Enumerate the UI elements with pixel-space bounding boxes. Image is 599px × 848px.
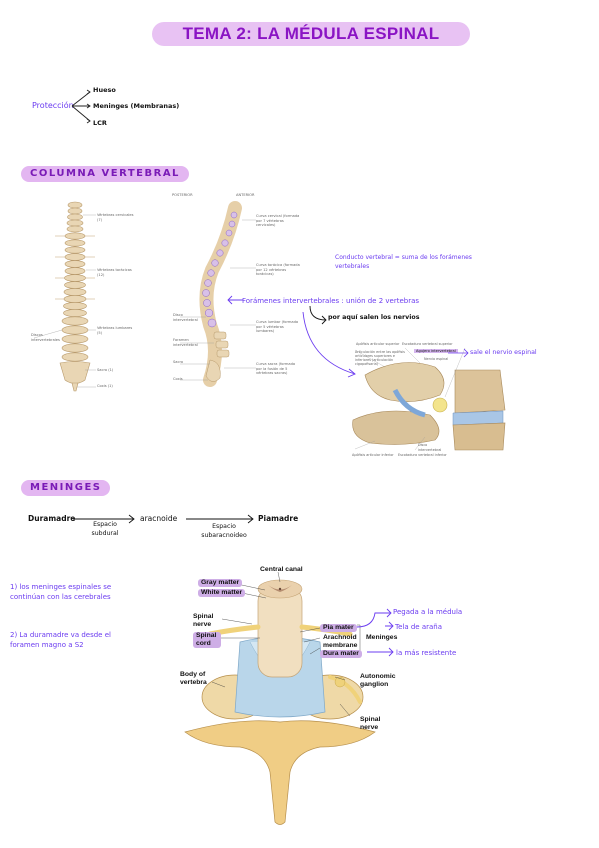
label-pia-mater: Pia mater bbox=[320, 624, 357, 632]
fig3-label-articulacion: Articulación entre las apófisis articula… bbox=[355, 350, 405, 366]
note-foramenes-intervertebrales: Forámenes intervertebrales : unión de 2 … bbox=[242, 297, 420, 305]
fig3-label-disco: Disco intervertebral bbox=[418, 443, 442, 452]
arrow-nervio-espinal bbox=[448, 348, 469, 358]
fig2-label-disco: Disco intervertebral bbox=[173, 313, 198, 322]
arrow-to-vertebra-detail bbox=[302, 311, 356, 378]
fig3-label-apofisis-inf: Apófisis articular inferior bbox=[352, 453, 394, 457]
espacio-subdural: Espacio subdural bbox=[91, 521, 119, 537]
label-white-matter: White matter bbox=[198, 589, 246, 597]
flow-duramadre: Duramadre bbox=[28, 514, 76, 523]
page-title: TEMA 2: LA MÉDULA ESPINAL bbox=[152, 22, 470, 46]
fig2-label-curva-cervical: Curva cervical (formada por 7 vértebras … bbox=[256, 214, 300, 227]
espacio-subaracnoideo: Espacio subaracnoideo bbox=[201, 523, 247, 539]
section-meninges: MENINGES bbox=[21, 480, 111, 496]
annotation-mas-resistente: la más resistente bbox=[396, 649, 457, 657]
fig1-label-sacro: Sacro (1) bbox=[97, 368, 114, 372]
arrows-meninges-annotations bbox=[356, 608, 394, 657]
spine-lateral-illustration bbox=[180, 201, 256, 387]
label-spinal-cord: Spinal cord bbox=[193, 632, 221, 648]
label-dura-mater: Dura mater bbox=[320, 650, 362, 658]
spine-front-illustration bbox=[33, 201, 96, 392]
fig2-label-coxis: Coxis bbox=[173, 377, 183, 381]
fig1-label-discos: Discos intervertebrales bbox=[31, 333, 60, 342]
section-columna: COLUMNA VERTEBRAL bbox=[21, 166, 189, 182]
note-meninges-continuan: 1) los meninges espinales se continúan c… bbox=[10, 583, 112, 601]
proteccion-item-lcr: LCR bbox=[93, 119, 107, 127]
proteccion-item-hueso: Hueso bbox=[93, 86, 116, 94]
fig1-label-coxis: Coxis (1) bbox=[97, 384, 113, 388]
label-body-vertebra: Body of vertebra bbox=[180, 671, 207, 686]
fig3-label-agujero: Agujero intervertebral bbox=[414, 349, 458, 353]
fig1-label-toracicas: Vértebras torácicas (12) bbox=[97, 268, 132, 277]
fig2-header-posterior: POSTERIOR bbox=[172, 193, 193, 197]
label-spinal-nerve-bottom: Spinal nerve bbox=[360, 716, 381, 731]
fig3-label-escotadura-inf: Escotadura vertebral inferior bbox=[398, 453, 447, 457]
fig2-label-sacro: Sacro bbox=[173, 360, 184, 364]
note-duramadre-foramen: 2) La duramadre va desde el foramen magn… bbox=[10, 631, 111, 649]
flow-arrow-2 bbox=[186, 514, 254, 524]
vertebrae-detail-illustration bbox=[352, 347, 506, 451]
meninges-illustration bbox=[184, 572, 376, 825]
flow-arrow-1 bbox=[73, 514, 135, 524]
flow-aracnoide: aracnoide bbox=[140, 514, 178, 523]
fig1-label-lumbares: Vértebras lumbares (5) bbox=[97, 326, 133, 335]
label-central-canal: Central canal bbox=[260, 566, 303, 573]
arrow-nervios bbox=[309, 306, 327, 325]
fig3-label-escotadura-sup: Escotadura vertebral superior bbox=[402, 342, 453, 346]
label-arachnoid: Arachnoid membrane bbox=[323, 634, 358, 649]
proteccion-item-meninges: Meninges (Membranas) bbox=[93, 102, 180, 110]
fig3-label-nervio-espinal: Nervio espinal bbox=[424, 357, 449, 361]
label-spinal-nerve-top: Spinal nerve bbox=[193, 613, 214, 628]
fig2-label-foramen: Foramen intervertebral bbox=[173, 338, 198, 347]
note-salen-nervios: por aquí salen los nervios bbox=[328, 314, 420, 321]
note-sale-nervio-espinal: sale el nervio espinal bbox=[470, 349, 537, 356]
fig2-label-curva-lumbar: Curva lumbar (formada por 5 vértebras lu… bbox=[256, 320, 299, 333]
fig1-label-cervicales: Vértebras cervicales (7) bbox=[97, 213, 134, 222]
annotation-pegada-medula: Pegada a la médula bbox=[393, 608, 463, 616]
fig2-label-curva-sacra: Curva sacra (formada por la fusión de 5 … bbox=[256, 362, 296, 375]
label-autonomic-ganglion: Autonomic ganglion bbox=[360, 673, 396, 688]
fig2-label-curva-toracica: Curva torácica (formada por 12 vértebras… bbox=[256, 263, 300, 276]
label-gray-matter: Gray matter bbox=[198, 579, 243, 587]
note-conducto-vertebral: Conducto vertebral = suma de los forámen… bbox=[335, 254, 472, 270]
flow-piamadre: Piamadre bbox=[258, 514, 299, 523]
fig3-label-apofisis-sup: Apófisis articular superior bbox=[356, 342, 400, 346]
arrow-foramen bbox=[227, 295, 243, 305]
annotation-tela-arana: Tela de araña bbox=[395, 623, 443, 631]
fig2-header-anterior: ANTERIOR bbox=[236, 193, 255, 197]
proteccion-label: Protección bbox=[32, 101, 74, 110]
proteccion-brace bbox=[71, 89, 91, 124]
label-meninges: Meninges bbox=[366, 634, 398, 641]
